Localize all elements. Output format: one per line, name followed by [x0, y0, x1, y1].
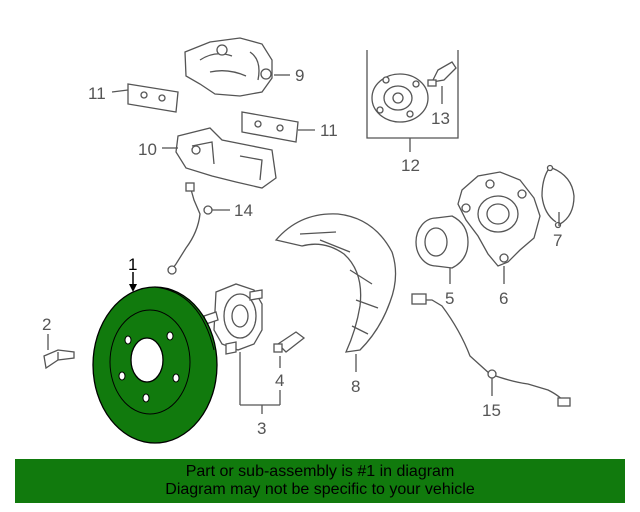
- wheel-bearing-part[interactable]: [415, 215, 469, 269]
- wheel-stud-part[interactable]: [273, 331, 306, 353]
- caliper-part[interactable]: [184, 37, 273, 97]
- wheel-hub-part[interactable]: [203, 283, 263, 355]
- brake-hose-part[interactable]: [167, 182, 213, 275]
- callout-6[interactable]: 6: [499, 289, 508, 308]
- callout-4[interactable]: 4: [275, 371, 284, 390]
- banner-line-2: Diagram may not be specific to your vehi…: [165, 481, 475, 498]
- callout-11-left[interactable]: 11: [88, 84, 106, 103]
- callout-1[interactable]: 1: [128, 255, 137, 274]
- callout-14[interactable]: 14: [234, 201, 253, 220]
- callout-2[interactable]: 2: [42, 315, 51, 334]
- callout-10[interactable]: 10: [138, 140, 157, 159]
- caliper-bracket-part[interactable]: [175, 127, 277, 189]
- sensor-bolt-part[interactable]: [427, 61, 457, 87]
- callout-8[interactable]: 8: [351, 377, 360, 396]
- highlight-banner: Part or sub-assembly is #1 in diagram Di…: [15, 459, 625, 503]
- callout-12[interactable]: 12: [401, 156, 420, 175]
- abs-sensor-part[interactable]: [411, 293, 571, 407]
- rotor-screw-part[interactable]: [43, 349, 75, 370]
- retaining-ring-part[interactable]: [541, 164, 575, 229]
- callout-7[interactable]: 7: [553, 231, 562, 250]
- brake-pad-right-part[interactable]: [241, 111, 299, 143]
- banner-line-1: Part or sub-assembly is #1 in diagram: [185, 463, 455, 480]
- callout-13[interactable]: 13: [431, 109, 450, 128]
- callout-3-bracket: [239, 352, 281, 414]
- hub-module-bracket: [366, 50, 459, 152]
- knuckle-part[interactable]: [457, 171, 541, 267]
- callout-15[interactable]: 15: [482, 401, 501, 420]
- callout-5[interactable]: 5: [445, 289, 454, 308]
- brake-rotor-part[interactable]: [92, 286, 218, 444]
- brake-pad-left-part[interactable]: [127, 83, 179, 113]
- splash-shield-part[interactable]: [274, 213, 397, 353]
- callout-3[interactable]: 3: [257, 419, 266, 438]
- parts-diagram: 9 11 11 10 14: [42, 37, 575, 444]
- callout-9[interactable]: 9: [295, 66, 304, 85]
- callout-11-right[interactable]: 11: [320, 121, 338, 140]
- hub-module-part[interactable]: [371, 73, 429, 123]
